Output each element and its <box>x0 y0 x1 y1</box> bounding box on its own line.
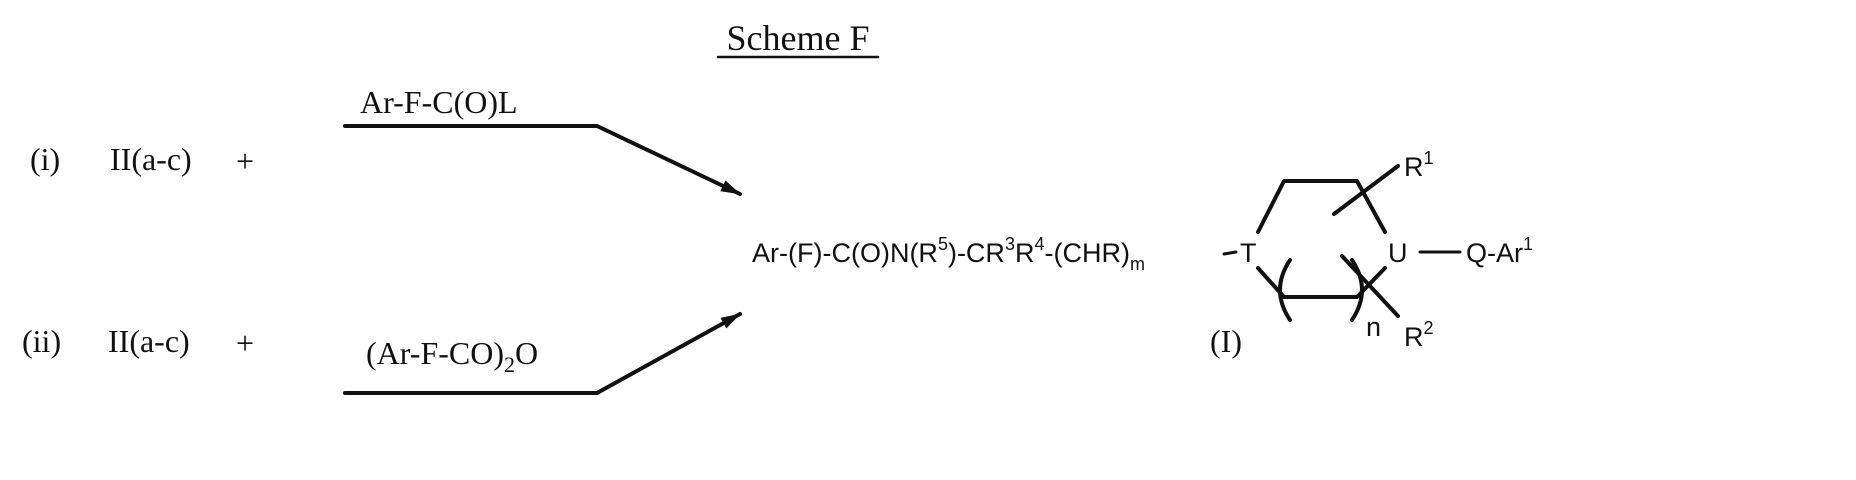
product-formula: Ar-(F)-C(O)N(R5)-CR3R4-(CHR)m <box>752 234 1145 274</box>
r1-bond <box>1334 166 1398 214</box>
route-ii-index: (ii) <box>22 323 61 359</box>
atom-u: U <box>1388 238 1408 268</box>
route-i-reactant: II(a-c) <box>110 141 192 177</box>
route-i-reagent: Ar-F-C(O)L <box>360 84 518 120</box>
route-i-index: (i) <box>30 141 60 177</box>
route-i-arrow <box>345 126 740 194</box>
chain-to-t-bond <box>1224 252 1236 254</box>
atom-t: T <box>1240 238 1257 268</box>
q-ar-group: Q-Ar1 <box>1466 234 1533 268</box>
scheme-title: Scheme F <box>727 18 870 58</box>
bridge-n: n <box>1366 312 1381 342</box>
substituent-r2: R2 <box>1404 318 1434 352</box>
substituent-r1: R1 <box>1404 148 1434 182</box>
route-ii-plus: + <box>236 325 254 361</box>
compound-label: (I) <box>1210 323 1242 359</box>
route-i-plus: + <box>236 143 254 179</box>
ring-bridge-left-paren <box>1280 260 1290 320</box>
route-ii-reagent: (Ar-F-CO)2O <box>366 335 538 377</box>
route-ii-reactant: II(a-c) <box>108 323 190 359</box>
